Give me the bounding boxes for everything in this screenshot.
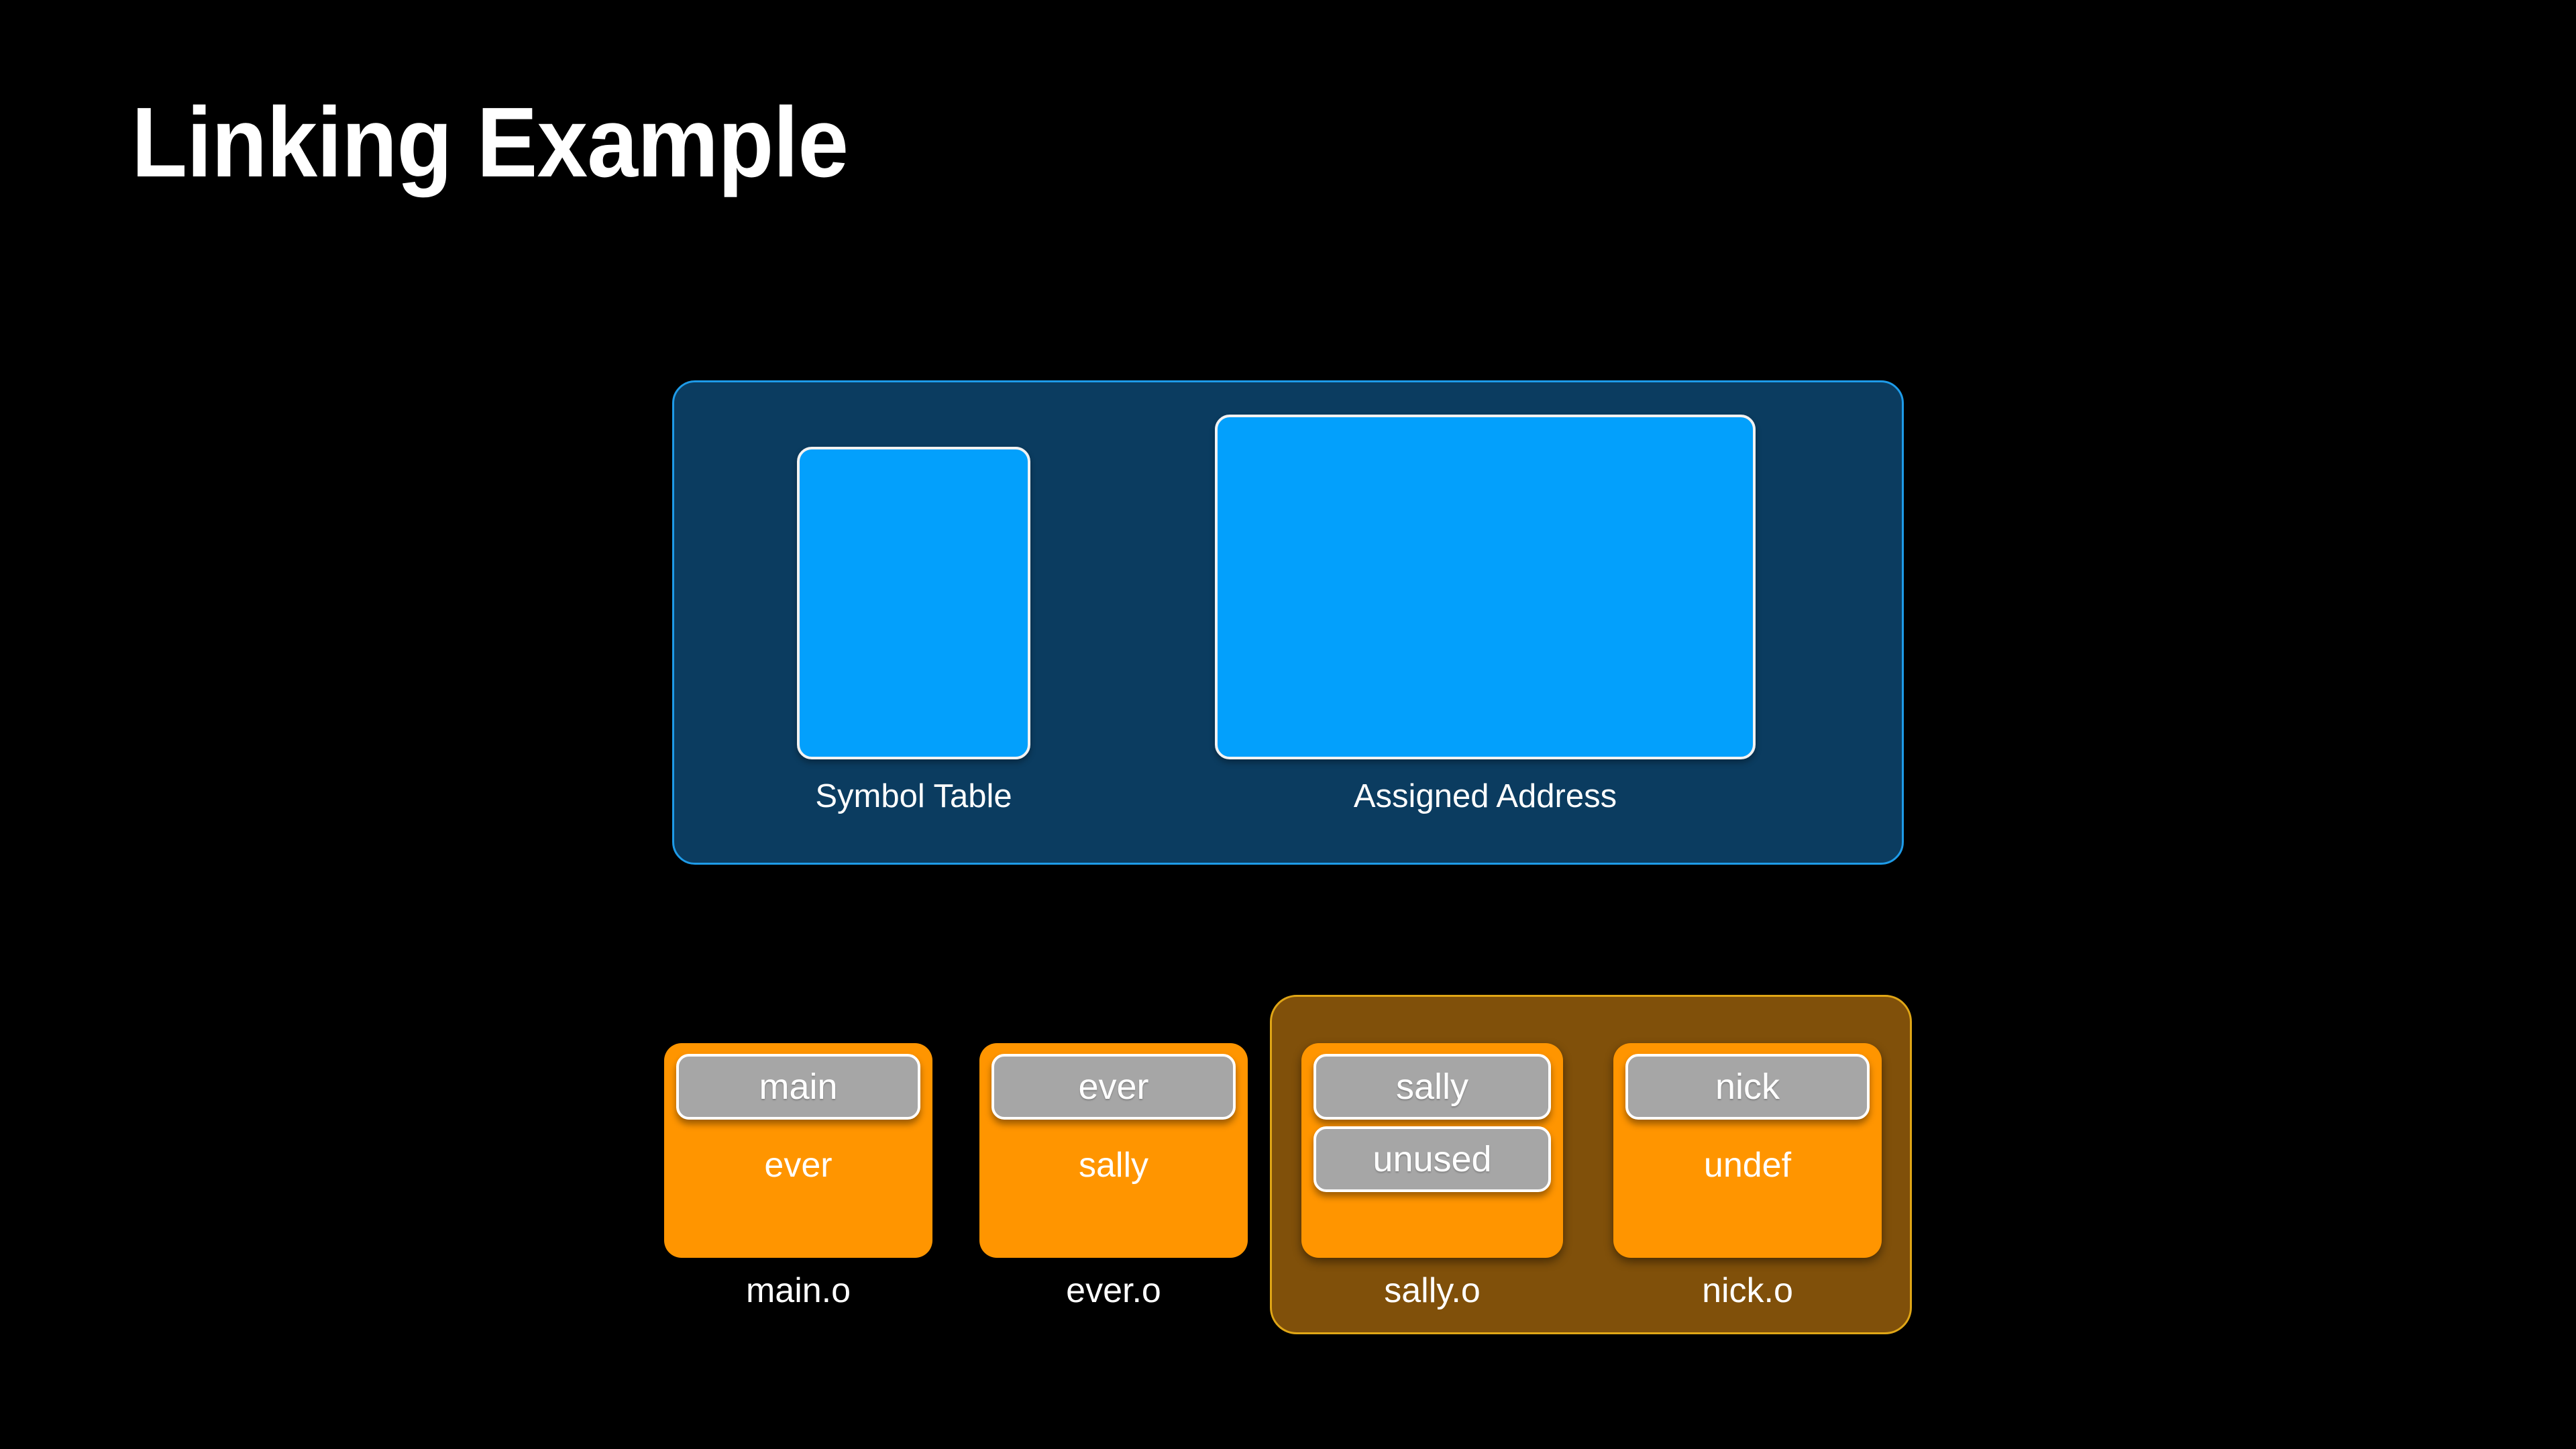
assigned-address-caption: Assigned Address bbox=[1353, 778, 1617, 814]
reference-label: undef bbox=[1703, 1146, 1792, 1185]
object-file-ever[interactable]: ever sally bbox=[979, 1043, 1248, 1258]
object-file-main[interactable]: main ever bbox=[664, 1043, 932, 1258]
reference-label: sally bbox=[1078, 1146, 1149, 1185]
symbol-pill-label: nick bbox=[1715, 1067, 1780, 1107]
object-file-sally[interactable]: sally unused bbox=[1301, 1043, 1563, 1258]
symbol-pill-sally[interactable]: sally bbox=[1313, 1054, 1551, 1120]
symbol-pill-main[interactable]: main bbox=[676, 1054, 920, 1120]
object-file-name-ever: ever.o bbox=[1066, 1271, 1161, 1310]
symbol-table-block bbox=[797, 447, 1030, 759]
object-file-nick[interactable]: nick undef bbox=[1613, 1043, 1882, 1258]
symbol-pill-unused[interactable]: unused bbox=[1313, 1126, 1551, 1192]
reference-label: ever bbox=[764, 1146, 833, 1185]
page-title: Linking Example bbox=[131, 87, 849, 198]
linker-panel: Symbol Table Assigned Address bbox=[672, 380, 1904, 865]
assigned-address-block bbox=[1215, 415, 1756, 759]
symbol-table-caption: Symbol Table bbox=[815, 778, 1012, 814]
object-file-name-sally: sally.o bbox=[1384, 1271, 1481, 1310]
symbol-pill-label: sally bbox=[1395, 1067, 1469, 1107]
symbol-pill-label: ever bbox=[1078, 1067, 1149, 1107]
object-file-name-main: main.o bbox=[745, 1271, 851, 1310]
symbol-pill-label: unused bbox=[1373, 1139, 1492, 1179]
symbol-pill-label: main bbox=[759, 1067, 838, 1107]
object-file-name-nick: nick.o bbox=[1702, 1271, 1793, 1310]
symbol-pill-nick[interactable]: nick bbox=[1625, 1054, 1870, 1120]
symbol-pill-ever[interactable]: ever bbox=[991, 1054, 1236, 1120]
